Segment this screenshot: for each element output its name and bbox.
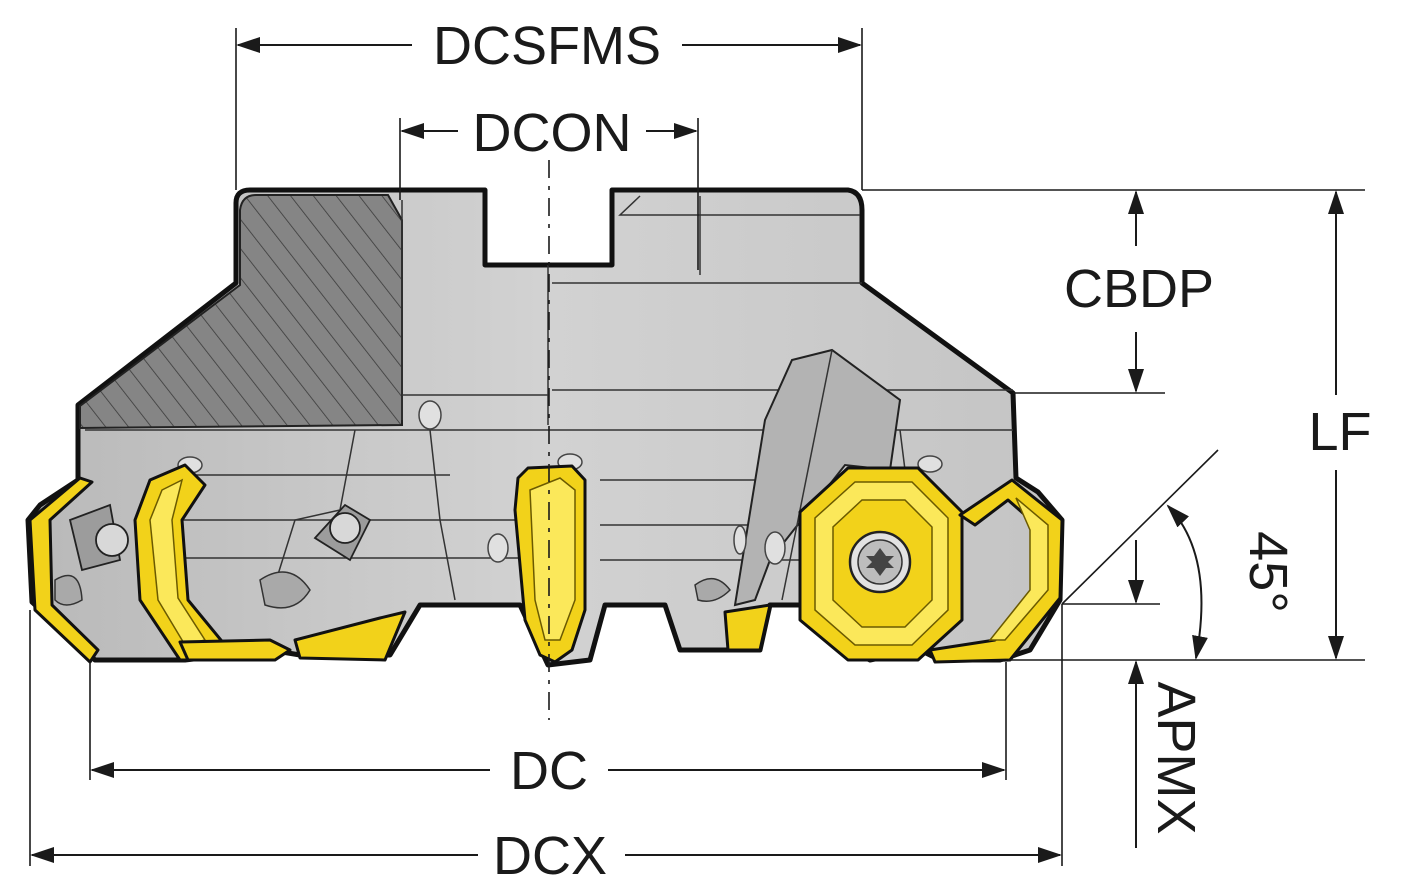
dim-apmx: APMX <box>1128 540 1206 848</box>
insert-bottom-right <box>723 603 772 652</box>
insert-bottom-left-2 <box>293 610 407 662</box>
label-lf: LF <box>1308 402 1371 462</box>
label-dc: DC <box>510 741 588 801</box>
dim-dcon: DCON <box>399 103 699 270</box>
torx-icon <box>866 548 894 576</box>
label-apmx: APMX <box>1146 681 1206 834</box>
insert-bottom-left-1 <box>178 638 292 662</box>
label-dcon: DCON <box>473 103 632 163</box>
label-angle: 45° <box>1238 531 1298 613</box>
label-dcsfms: DCSFMS <box>433 16 661 76</box>
insert-right-edge <box>928 478 1064 664</box>
dim-dc: DC <box>89 662 1007 801</box>
dim-angle: 45° <box>1061 449 1298 660</box>
dim-lf: LF <box>1308 190 1372 660</box>
dim-cbdp: CBDP <box>1064 190 1214 393</box>
dim-dcx: DCX <box>29 604 1063 886</box>
label-dcx: DCX <box>493 826 607 881</box>
dim-dcsfms: DCSFMS <box>235 16 863 190</box>
label-cbdp: CBDP <box>1064 259 1214 319</box>
insert-octagon <box>798 466 964 662</box>
insert-left-edge <box>28 476 100 664</box>
inserts <box>28 463 1064 664</box>
